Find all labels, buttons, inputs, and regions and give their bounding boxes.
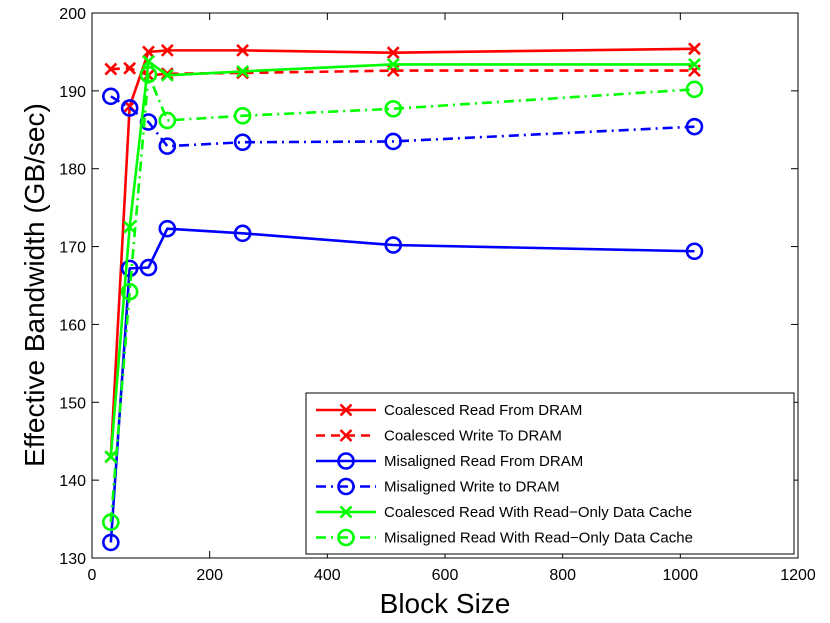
data-point xyxy=(160,68,174,82)
data-point xyxy=(102,533,120,552)
data-point xyxy=(160,43,174,57)
data-point xyxy=(158,219,177,238)
legend-swatch-marker xyxy=(337,528,355,547)
y-tick-label: 180 xyxy=(59,162,86,179)
y-tick-label: 140 xyxy=(59,473,86,490)
x-tick-label: 200 xyxy=(196,567,223,584)
series-4 xyxy=(104,54,701,464)
x-tick-label: 400 xyxy=(314,567,341,584)
data-point xyxy=(386,57,400,71)
data-point xyxy=(102,87,120,106)
data-point xyxy=(120,282,139,301)
legend-entry: Coalesced Read With Read−Only Data Cache xyxy=(316,504,692,521)
legend-entry: Misaligned Write to DRAM xyxy=(316,477,560,496)
data-point xyxy=(142,54,155,68)
data-point xyxy=(102,513,120,531)
data-point xyxy=(120,99,139,117)
x-tick-label: 1000 xyxy=(663,567,699,584)
data-point xyxy=(384,132,403,151)
legend-entry: Misaligned Read With Read−Only Data Cach… xyxy=(316,528,693,547)
legend-swatch-marker xyxy=(339,429,353,442)
data-point xyxy=(233,106,252,125)
data-point xyxy=(104,62,118,76)
legend-entry: Misaligned Read From DRAM xyxy=(316,452,583,470)
data-point xyxy=(158,137,177,155)
data-point xyxy=(233,133,252,152)
data-point xyxy=(685,80,704,99)
series-5 xyxy=(102,65,704,531)
y-tick-label: 200 xyxy=(59,6,86,23)
series-3 xyxy=(102,87,704,155)
data-point xyxy=(384,99,403,118)
legend-swatch-marker xyxy=(337,477,355,496)
y-tick-label: 160 xyxy=(59,317,86,334)
y-axis-title: Effective Bandwidth (GB/sec) xyxy=(19,103,50,467)
legend-label: Misaligned Read With Read−Only Data Cach… xyxy=(384,530,693,547)
legend-swatch-marker xyxy=(339,403,353,417)
legend-swatch-marker xyxy=(339,505,353,519)
data-point xyxy=(142,45,155,59)
data-point xyxy=(139,65,158,84)
y-tick-label: 190 xyxy=(59,84,86,101)
data-point xyxy=(139,258,158,277)
legend-label: Misaligned Read From DRAM xyxy=(384,453,583,470)
legend-label: Misaligned Write to DRAM xyxy=(384,479,560,496)
y-tick-label: 170 xyxy=(59,240,86,257)
data-point xyxy=(158,111,177,130)
series-2 xyxy=(102,219,704,552)
data-point xyxy=(120,259,139,278)
legend-box xyxy=(305,392,795,555)
x-tick-label: 0 xyxy=(88,567,97,584)
legend-entry: Coalesced Write To DRAM xyxy=(316,428,562,445)
data-point xyxy=(104,450,118,464)
x-tick-label: 800 xyxy=(549,567,576,584)
legend-entry: Coalesced Read From DRAM xyxy=(316,402,582,419)
data-point xyxy=(123,61,137,75)
x-tick-label: 1200 xyxy=(780,567,816,584)
x-tick-label: 600 xyxy=(432,567,459,584)
series-line xyxy=(109,227,695,543)
data-point xyxy=(236,43,250,57)
data-point xyxy=(688,57,701,71)
data-point xyxy=(688,42,701,56)
data-point xyxy=(236,64,250,78)
y-tick-label: 130 xyxy=(59,551,86,568)
legend-label: Coalesced Read With Read−Only Data Cache xyxy=(384,504,692,521)
data-point xyxy=(685,242,704,261)
y-tick-label: 150 xyxy=(59,395,86,412)
plot-frame xyxy=(91,12,799,559)
axis-ticks: 0 200 400 600 800 1000 1200 130 140 150 160 170 180 1… xyxy=(59,6,816,584)
series-0 xyxy=(104,42,701,464)
legend-swatch-marker xyxy=(337,452,355,470)
data-point xyxy=(384,236,403,254)
x-axis-title: Block Size xyxy=(380,588,511,619)
data-point xyxy=(685,117,704,136)
series-layer xyxy=(102,42,704,552)
data-point xyxy=(123,220,137,234)
data-point xyxy=(386,46,400,60)
series-line xyxy=(110,95,695,148)
legend-label: Coalesced Write To DRAM xyxy=(384,428,562,445)
legend: Coalesced Read From DRAM Coalesced Write … xyxy=(305,392,795,555)
data-point xyxy=(233,224,252,243)
legend-label: Coalesced Read From DRAM xyxy=(384,402,582,419)
